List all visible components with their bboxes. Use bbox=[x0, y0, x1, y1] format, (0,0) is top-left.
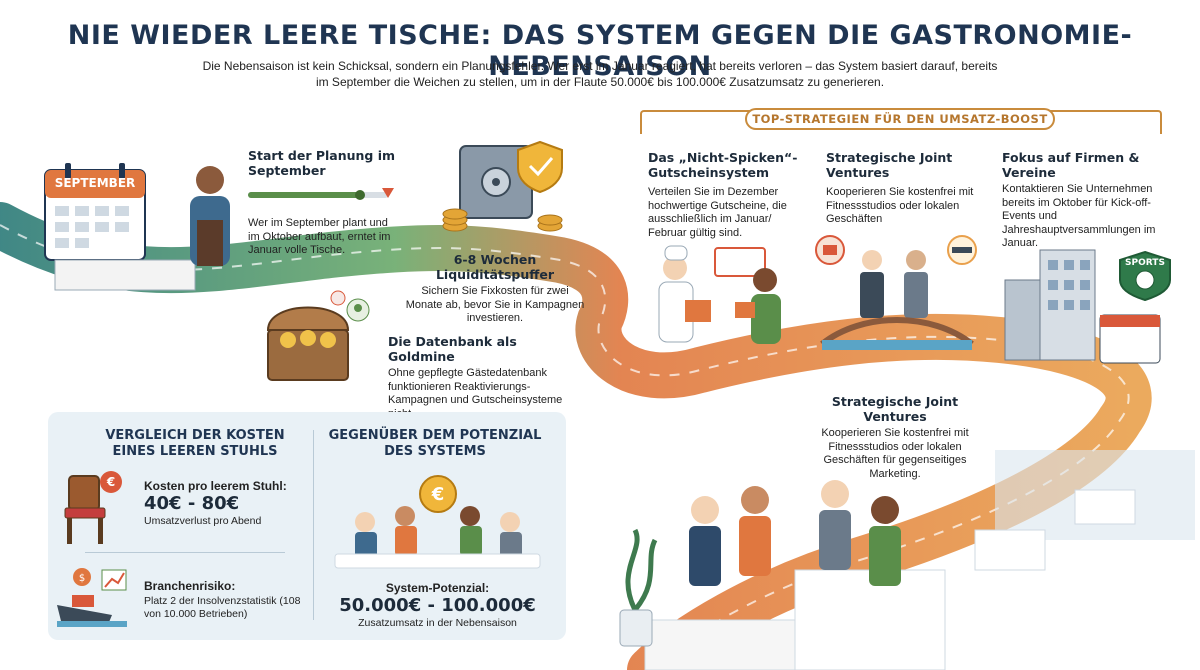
strategy-voucher-text: Verteilen Sie im Dezember hochwertige Gu… bbox=[648, 186, 787, 239]
restaurant-scene-illustration bbox=[605, 450, 1200, 670]
liquidity-block: 6-8 Wochen Liquiditätspuffer Sichern Sie… bbox=[405, 252, 585, 326]
page-title: NIE WIEDER LEERE TISCHE: DAS SYSTEM GEGE… bbox=[67, 20, 1133, 82]
progress-slider-icon bbox=[248, 172, 395, 200]
handshake-bridge-illustration bbox=[812, 232, 982, 357]
comparison-divider bbox=[313, 430, 314, 620]
sinking-ship-illustration: $ bbox=[52, 565, 132, 630]
dining-group-illustration: € bbox=[325, 472, 550, 572]
industry-risk-text: Platz 2 der Insolvenzstatistik (108 von … bbox=[144, 595, 301, 620]
planning-block: Start der Planung im September Wer im Se… bbox=[248, 148, 398, 258]
company-building-illustration: SPORTS bbox=[1000, 240, 1180, 365]
strategy-joint-venture-title: Strategische Joint Ventures bbox=[826, 150, 953, 180]
chair-cost-block: Kosten pro leerem Stuhl: 40€ - 80€ Umsat… bbox=[144, 480, 294, 528]
treasure-chest-illustration bbox=[258, 290, 378, 390]
calendar-month-label: SEPTEMBER bbox=[54, 176, 136, 190]
industry-risk-block: Branchenrisiko: Platz 2 der Insolvenzsta… bbox=[144, 580, 304, 621]
strategy-joint-venture-text: Kooperieren Sie kostenfrei mit Fitnessst… bbox=[826, 186, 974, 225]
industry-risk-label: Branchenrisiko: bbox=[144, 579, 236, 593]
system-potential-value: 50.000€ - 100.000€ bbox=[339, 595, 536, 616]
svg-text:$: $ bbox=[79, 573, 85, 584]
strategies-banner: TOP-STRATEGIEN FÜR DEN UMSATZ-BOOST bbox=[745, 108, 1055, 130]
sports-badge-label: SPORTS bbox=[1125, 258, 1165, 268]
planning-text: Wer im September plant und im Oktober au… bbox=[248, 217, 391, 256]
strategy-joint-venture-block: Strategische Joint Ventures Kooperieren … bbox=[826, 150, 976, 227]
database-text: Ohne gepflegte Gästedatenbank funktionie… bbox=[388, 367, 563, 420]
chair-cost-value: 40€ - 80€ bbox=[144, 493, 240, 514]
database-title: Die Datenbank als Goldmine bbox=[388, 334, 517, 364]
safe-illustration bbox=[440, 138, 570, 238]
comparison-panel bbox=[48, 412, 566, 640]
joint-venture-detail-text: Kooperieren Sie kostenfrei mit Fitnessst… bbox=[821, 427, 969, 480]
voucher-handover-illustration bbox=[645, 240, 795, 350]
svg-text:€: € bbox=[431, 484, 445, 505]
strategy-companies-block: Fokus auf Firmen & Vereine Kontaktieren … bbox=[1002, 150, 1162, 251]
liquidity-text: Sichern Sie Fixkosten für zwei Monate ab… bbox=[405, 285, 585, 324]
system-potential-note: Zusatzumsatz in der Nebensaison bbox=[358, 617, 517, 629]
joint-venture-detail-title: Strategische Joint Ventures bbox=[831, 394, 959, 424]
comparison-right-heading: GEGENÜBER DEM POTENZIAL DES SYSTEMS bbox=[328, 428, 542, 459]
chair-cost-note: Umsatzverlust pro Abend bbox=[144, 515, 262, 527]
svg-text:€: € bbox=[106, 475, 115, 489]
system-potential-label: System-Potenzial: bbox=[385, 581, 490, 595]
database-block: Die Datenbank als Goldmine Ohne gepflegt… bbox=[388, 334, 578, 421]
comparison-separator bbox=[85, 552, 285, 553]
liquidity-title: 6-8 Wochen Liquiditätspuffer bbox=[435, 252, 555, 282]
planning-title: Start der Planung im September bbox=[248, 148, 396, 178]
planner-illustration: SEPTEMBER bbox=[25, 160, 235, 300]
strategy-voucher-title: Das „Nicht-Spicken“-Gutscheinsystem bbox=[648, 150, 798, 180]
system-potential-block: System-Potenzial: 50.000€ - 100.000€ Zus… bbox=[325, 582, 550, 630]
joint-venture-detail-block: Strategische Joint Ventures Kooperieren … bbox=[800, 394, 990, 481]
strategy-companies-title: Fokus auf Firmen & Vereine bbox=[1002, 150, 1140, 180]
page-subtitle: Die Nebensaison ist kein Schicksal, sond… bbox=[202, 59, 998, 89]
chair-cost-label: Kosten pro leerem Stuhl: bbox=[144, 479, 287, 493]
strategy-companies-text: Kontaktieren Sie Unternehmen bereits im … bbox=[1002, 183, 1156, 249]
comparison-left-heading: VERGLEICH DER KOSTEN EINES LEEREN STUHLS bbox=[105, 428, 285, 459]
strategy-voucher-block: Das „Nicht-Spicken“-Gutscheinsystem Vert… bbox=[648, 150, 798, 240]
empty-chair-illustration: € bbox=[55, 468, 125, 548]
